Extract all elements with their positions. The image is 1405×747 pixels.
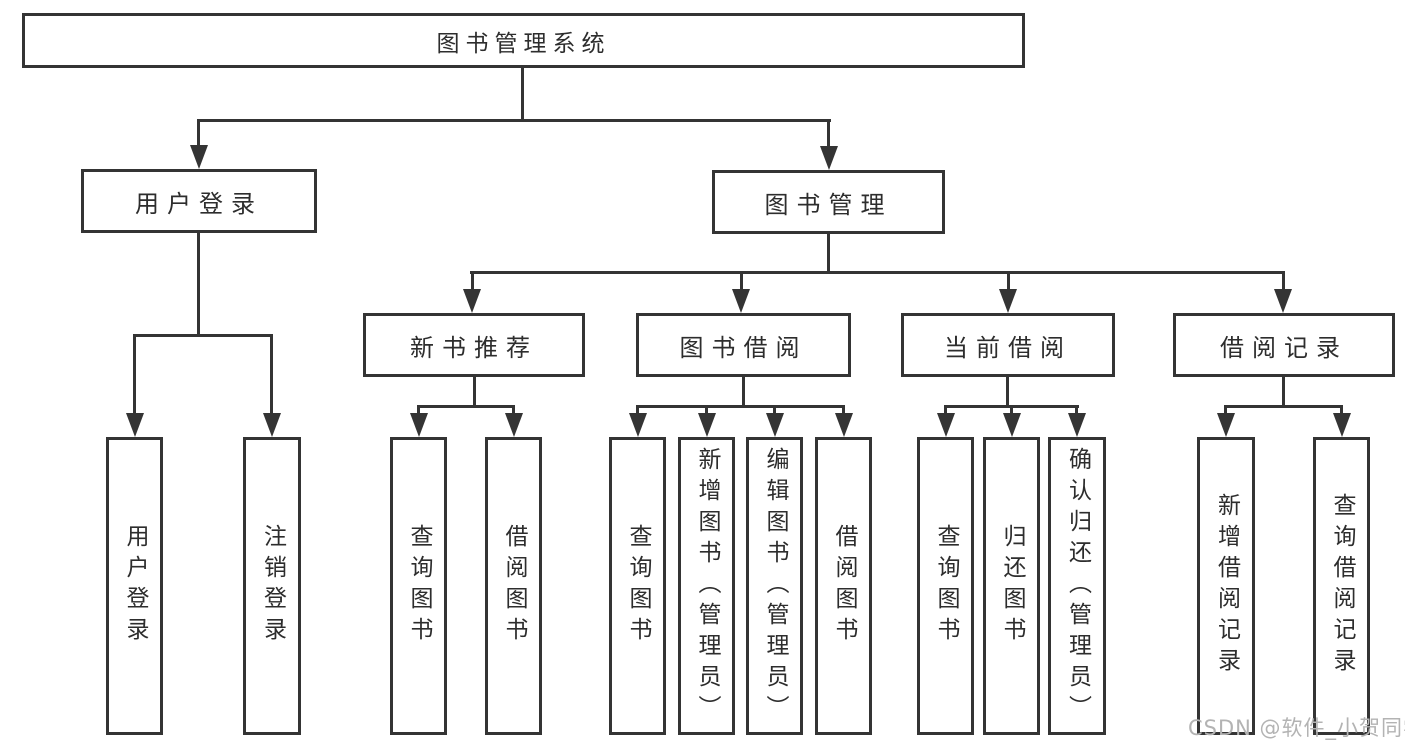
connector-to-leaf-rec-borrow bbox=[512, 405, 515, 417]
connector-new-book-rec-stem bbox=[473, 377, 476, 407]
arrowhead-book-mgmt bbox=[820, 146, 838, 170]
connector-borrow-records-split bbox=[1224, 405, 1343, 408]
connector-to-leaf-user-login bbox=[133, 334, 136, 414]
leaf-user-login: 用户登录 bbox=[106, 437, 163, 735]
leaf-cur-confirm-return-admin: 确认归还（管理员） bbox=[1048, 437, 1106, 735]
connector-current-borrow-stem bbox=[1006, 377, 1009, 407]
leaf-logout: 注销登录 bbox=[243, 437, 301, 735]
connector-user-login-stem bbox=[197, 232, 200, 337]
connector-root-stem bbox=[521, 68, 524, 122]
connector-to-leaf-his-query bbox=[1340, 405, 1343, 417]
connector-book-borrow-split bbox=[636, 405, 845, 408]
connector-to-leaf-logout bbox=[270, 334, 273, 414]
connector-borrow-records-stem bbox=[1282, 377, 1285, 407]
arrowhead-leaf-user-login bbox=[126, 413, 144, 437]
arrowhead-leaf-cur-query bbox=[937, 413, 955, 437]
connector-new-book-rec-split bbox=[417, 405, 515, 408]
node-borrow-records: 借阅记录 bbox=[1173, 313, 1395, 377]
connector-to-leaf-bor-edit bbox=[773, 405, 776, 417]
leaf-rec-borrow-books: 借阅图书 bbox=[485, 437, 542, 735]
arrowhead-leaf-his-query bbox=[1333, 413, 1351, 437]
leaf-his-query-record: 查询借阅记录 bbox=[1313, 437, 1370, 735]
node-root: 图书管理系统 bbox=[22, 13, 1025, 68]
connector-root-split bbox=[197, 119, 831, 122]
arrowhead-current-borrow bbox=[999, 289, 1017, 313]
arrowhead-user-login bbox=[190, 145, 208, 169]
node-book-borrow: 图书借阅 bbox=[636, 313, 851, 377]
connector-to-leaf-bor-add bbox=[705, 405, 708, 417]
leaf-bor-borrow-books: 借阅图书 bbox=[815, 437, 872, 735]
leaf-cur-return-books: 归还图书 bbox=[983, 437, 1040, 735]
connector-to-new-book-rec bbox=[471, 271, 474, 295]
connector-to-leaf-bor-query bbox=[636, 405, 639, 417]
arrowhead-leaf-his-add bbox=[1217, 413, 1235, 437]
connector-book-borrow-stem bbox=[742, 377, 745, 407]
arrowhead-leaf-bor-query bbox=[629, 413, 647, 437]
arrowhead-leaf-logout bbox=[263, 413, 281, 437]
connector-to-leaf-cur-return bbox=[1010, 405, 1013, 417]
leaf-bor-add-books-admin: 新增图书（管理员） bbox=[678, 437, 735, 735]
leaf-bor-edit-books-admin: 编辑图书（管理员） bbox=[746, 437, 803, 735]
connector-to-current-borrow bbox=[1007, 271, 1010, 295]
arrowhead-leaf-rec-borrow bbox=[505, 413, 523, 437]
connector-to-leaf-cur-query bbox=[944, 405, 947, 417]
connector-user-login-split bbox=[133, 334, 273, 337]
leaf-rec-query-books: 查询图书 bbox=[390, 437, 447, 735]
leaf-cur-query-books: 查询图书 bbox=[917, 437, 974, 735]
arrowhead-leaf-rec-query bbox=[410, 413, 428, 437]
connector-book-mgmt-split bbox=[470, 271, 1284, 274]
connector-book-mgmt-stem bbox=[827, 234, 830, 274]
connector-to-user-login bbox=[197, 119, 200, 150]
csdn-watermark: CSDN @软件_小贺同学 bbox=[1188, 716, 1405, 740]
arrowhead-leaf-bor-edit bbox=[766, 413, 784, 437]
node-book-mgmt: 图书管理 bbox=[712, 170, 945, 234]
connector-to-leaf-cur-confirm bbox=[1075, 405, 1078, 417]
connector-to-book-borrow bbox=[740, 271, 743, 295]
connector-to-leaf-his-add bbox=[1224, 405, 1227, 417]
arrowhead-leaf-bor-add bbox=[698, 413, 716, 437]
arrowhead-book-borrow bbox=[732, 289, 750, 313]
connector-to-borrow-records bbox=[1282, 271, 1285, 295]
leaf-his-add-record: 新增借阅记录 bbox=[1197, 437, 1255, 735]
arrowhead-new-book-rec bbox=[463, 289, 481, 313]
node-new-book-rec: 新书推荐 bbox=[363, 313, 585, 377]
node-current-borrow: 当前借阅 bbox=[901, 313, 1115, 377]
arrowhead-leaf-bor-borrow bbox=[835, 413, 853, 437]
leaf-bor-query-books: 查询图书 bbox=[609, 437, 666, 735]
connector-to-book-mgmt bbox=[827, 119, 830, 150]
arrowhead-borrow-records bbox=[1274, 289, 1292, 313]
arrowhead-leaf-cur-confirm bbox=[1068, 413, 1086, 437]
arrowhead-leaf-cur-return bbox=[1003, 413, 1021, 437]
connector-to-leaf-rec-query bbox=[417, 405, 420, 417]
connector-to-leaf-bor-borrow bbox=[842, 405, 845, 417]
node-user-login: 用户登录 bbox=[81, 169, 317, 233]
